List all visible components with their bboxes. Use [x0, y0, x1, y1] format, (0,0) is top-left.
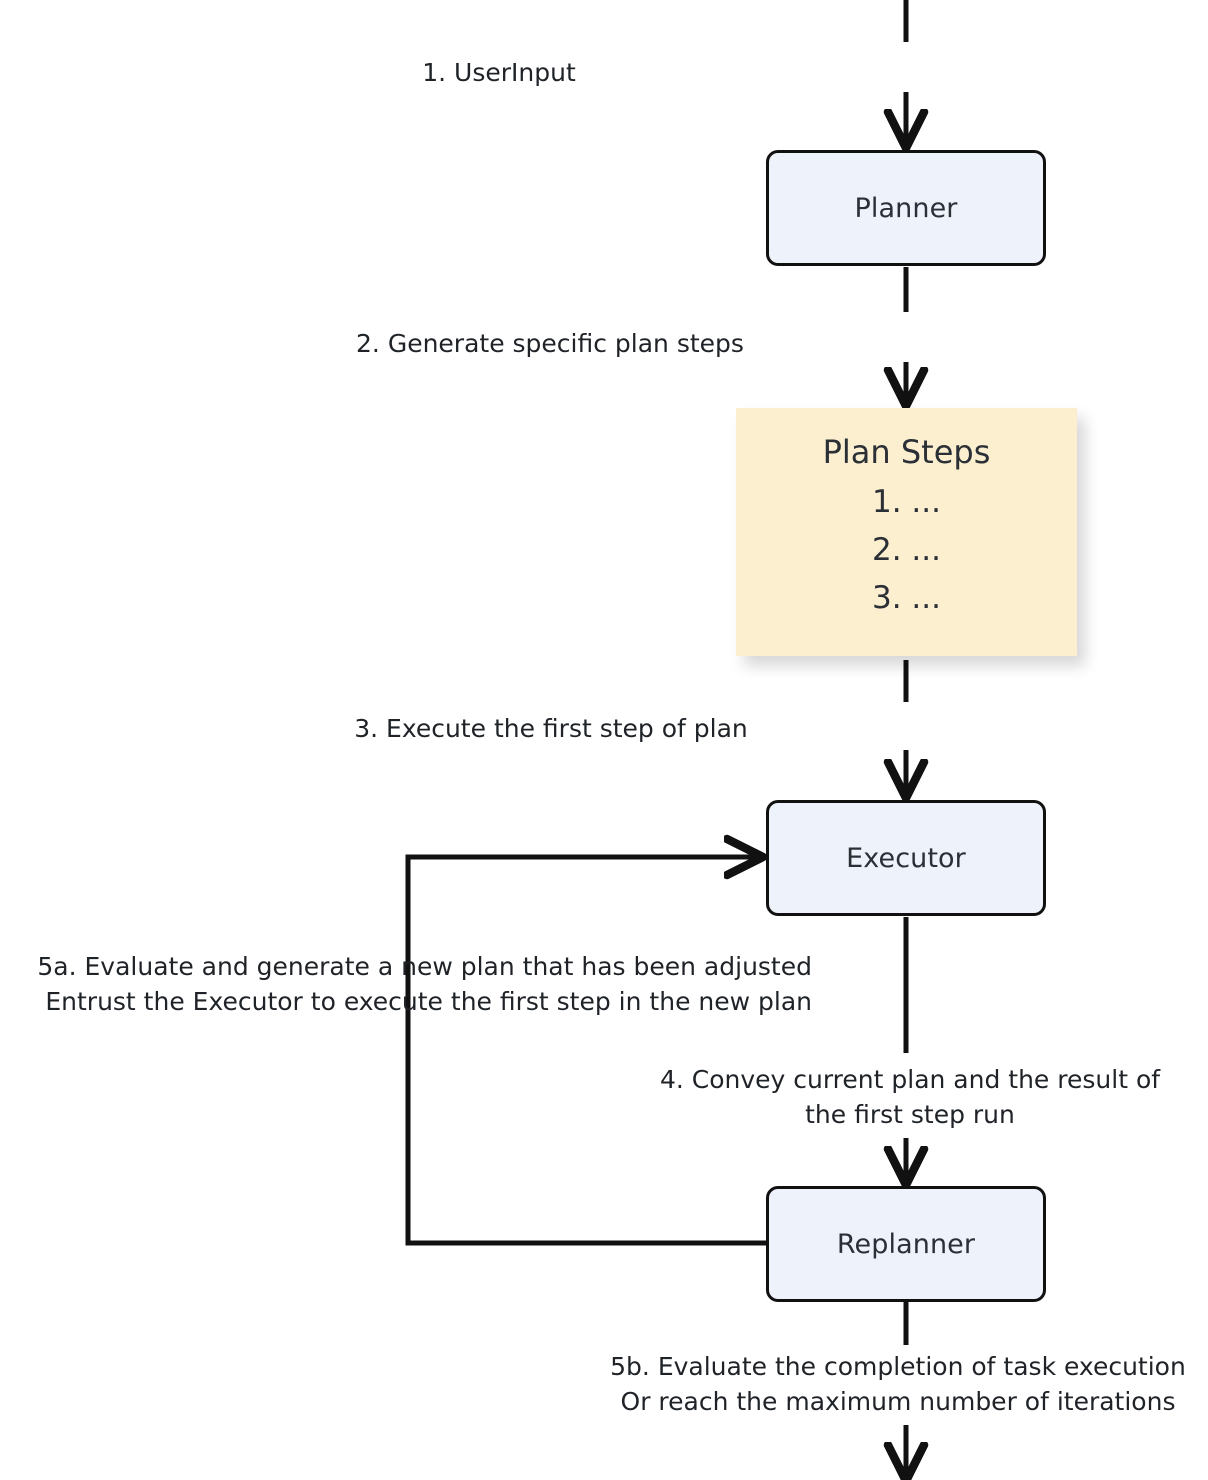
edge-label-userinput: 1. UserInput — [0, 56, 1208, 91]
edge-label-generate-text: 2. Generate specific plan steps — [356, 329, 744, 358]
edge-label-finish-line-1: 5b. Evaluate the completion of task exec… — [610, 1352, 1186, 1381]
edge-label-finish-line-2: Or reach the maximum number of iteration… — [620, 1386, 1176, 1416]
node-replanner-label: Replanner — [836, 1228, 976, 1260]
edge-label-execute-text: 3. Execute the first step of plan — [354, 714, 748, 743]
edge-label-convey: 4. Convey current plan and the result of… — [620, 1063, 1200, 1132]
node-plan-steps-item-1: 1. ... — [872, 484, 941, 520]
edge-replan-loop — [405, 857, 766, 1246]
node-plan-steps[interactable]: Plan Steps 1. ... 2. ... 3. ... — [736, 408, 1077, 656]
edge-label-finish: 5b. Evaluate the completion of task exec… — [588, 1350, 1208, 1419]
node-plan-steps-item-2: 2. ... — [872, 532, 941, 569]
node-executor-label: Executor — [846, 842, 966, 874]
edge-label-userinput-text: 1. UserInput — [422, 58, 576, 87]
node-plan-steps-title: Plan Steps — [822, 433, 991, 471]
node-plan-steps-item-3: 3. ... — [872, 580, 941, 617]
edge-label-generate: 2. Generate specific plan steps — [0, 327, 1208, 362]
edge-label-convey-line-2: the first step run — [805, 1099, 1015, 1129]
edge-label-execute: 3. Execute the first step of plan — [0, 712, 1208, 747]
node-planner[interactable]: Planner — [766, 150, 1046, 266]
edge-label-replan-line-2: Entrust the Executor to execute the firs… — [45, 986, 812, 1016]
node-executor[interactable]: Executor — [766, 800, 1046, 916]
edge-label-convey-line-1: 4. Convey current plan and the result of — [659, 1065, 1161, 1094]
node-replanner[interactable]: Replanner — [766, 1186, 1046, 1302]
node-planner-label: Planner — [854, 192, 958, 224]
edge-label-replan-line-1: 5a. Evaluate and generate a new plan tha… — [37, 952, 812, 981]
edge-label-replan: 5a. Evaluate and generate a new plan tha… — [0, 950, 812, 1019]
